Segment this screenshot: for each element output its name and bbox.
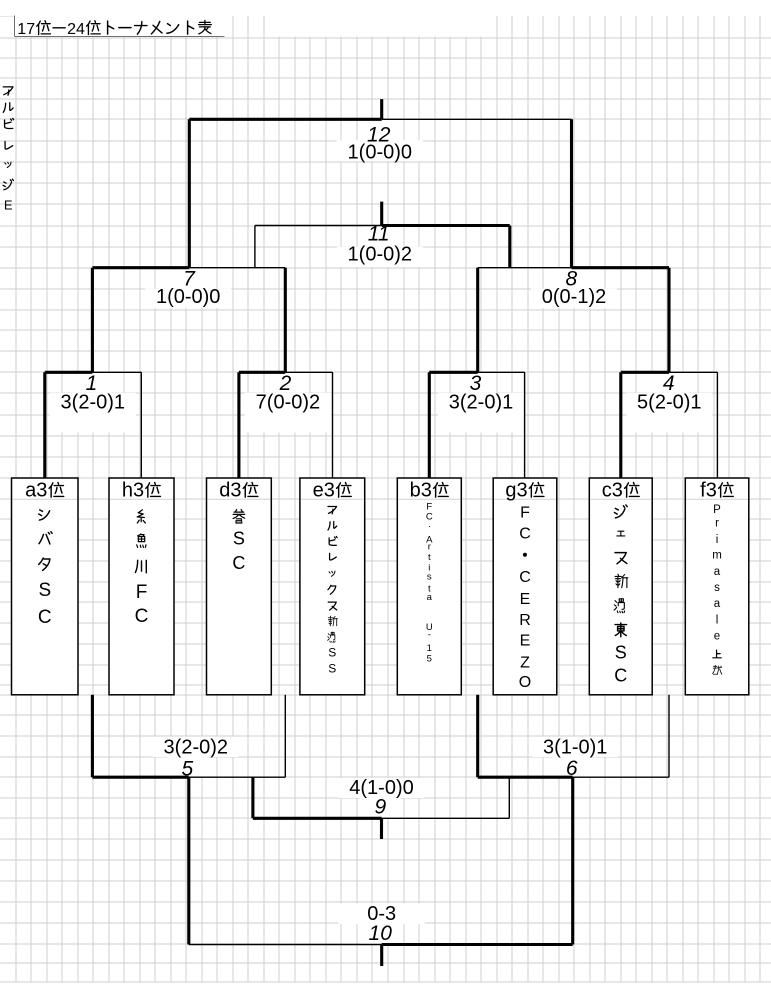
- svg-text:-: -: [428, 629, 431, 640]
- svg-text:E: E: [520, 633, 531, 650]
- svg-text:l: l: [716, 615, 719, 627]
- svg-text:m: m: [712, 550, 722, 562]
- svg-text:10: 10: [369, 922, 393, 945]
- svg-text:F: F: [136, 582, 148, 603]
- svg-text:c3: c3: [602, 480, 623, 502]
- svg-text:5(2-0)1: 5(2-0)1: [637, 392, 701, 414]
- svg-text:U: U: [426, 622, 433, 633]
- svg-text:C: C: [519, 525, 531, 542]
- svg-text:a: a: [714, 566, 721, 578]
- svg-text:h3: h3: [122, 480, 144, 502]
- svg-text:S: S: [233, 529, 245, 549]
- svg-text:C: C: [135, 606, 149, 627]
- svg-text:0(0-1)2: 0(0-1)2: [542, 286, 606, 308]
- svg-text:S: S: [615, 643, 627, 663]
- svg-text:12: 12: [367, 123, 391, 146]
- svg-text:Z: Z: [520, 654, 530, 671]
- svg-text:24: 24: [67, 21, 85, 38]
- svg-text:a: a: [714, 598, 721, 610]
- svg-text:S: S: [328, 646, 336, 660]
- svg-text:.: .: [428, 519, 431, 530]
- svg-text:A: A: [426, 535, 433, 546]
- svg-text:7(0-0)2: 7(0-0)2: [256, 392, 320, 414]
- svg-text:1: 1: [86, 372, 98, 395]
- svg-text:s: s: [427, 571, 432, 582]
- svg-text:i: i: [716, 534, 719, 546]
- svg-text:f3: f3: [700, 480, 717, 502]
- svg-text:P: P: [713, 504, 721, 516]
- svg-text:e: e: [714, 630, 720, 642]
- svg-text:1(0-0)2: 1(0-0)2: [348, 243, 412, 265]
- svg-text:s: s: [714, 582, 720, 594]
- svg-text:r: r: [428, 541, 431, 552]
- svg-text:4(1-0)0: 4(1-0)0: [349, 777, 413, 799]
- svg-text:6: 6: [566, 757, 578, 780]
- svg-text:r: r: [715, 517, 719, 529]
- svg-text:F: F: [520, 505, 530, 522]
- svg-text:1: 1: [427, 643, 432, 654]
- svg-text:5: 5: [181, 757, 193, 780]
- svg-text:C: C: [614, 666, 627, 686]
- svg-text:0-3: 0-3: [367, 903, 396, 925]
- svg-text:t: t: [428, 583, 431, 594]
- svg-text:E: E: [520, 591, 531, 608]
- svg-text:2: 2: [279, 372, 292, 395]
- svg-text:F: F: [426, 501, 432, 512]
- svg-text:d3: d3: [219, 480, 241, 502]
- svg-text:3(2-0)1: 3(2-0)1: [61, 392, 125, 414]
- svg-text:C: C: [38, 607, 52, 628]
- svg-text:S: S: [328, 662, 336, 676]
- svg-text:5: 5: [427, 653, 432, 664]
- svg-text:11: 11: [368, 222, 390, 245]
- svg-text:3(2-0)2: 3(2-0)2: [164, 737, 228, 759]
- svg-text:S: S: [38, 580, 51, 601]
- svg-text:t: t: [428, 552, 431, 563]
- svg-text:3(1-0)1: 3(1-0)1: [543, 737, 607, 759]
- svg-text:4: 4: [663, 372, 675, 395]
- svg-text:C: C: [232, 553, 245, 573]
- svg-text:a: a: [427, 592, 433, 603]
- svg-text:a3: a3: [25, 480, 47, 502]
- svg-text:8: 8: [566, 268, 578, 291]
- svg-text:C: C: [519, 569, 531, 586]
- svg-text:b3: b3: [410, 480, 432, 502]
- svg-text:17: 17: [17, 21, 35, 38]
- svg-text:E: E: [4, 198, 13, 213]
- svg-text:g3: g3: [505, 480, 527, 502]
- svg-text:3(2-0)1: 3(2-0)1: [449, 392, 513, 414]
- svg-text:i: i: [428, 563, 430, 574]
- svg-text:3: 3: [470, 372, 482, 395]
- svg-text:R: R: [519, 612, 531, 629]
- svg-text:1(0-0)0: 1(0-0)0: [156, 286, 220, 308]
- svg-text:O: O: [519, 674, 531, 691]
- svg-text:9: 9: [375, 795, 387, 818]
- svg-text:1(0-0)0: 1(0-0)0: [348, 142, 412, 164]
- svg-text:7: 7: [183, 268, 196, 291]
- svg-text:e3: e3: [313, 480, 335, 502]
- svg-text:C: C: [426, 512, 433, 523]
